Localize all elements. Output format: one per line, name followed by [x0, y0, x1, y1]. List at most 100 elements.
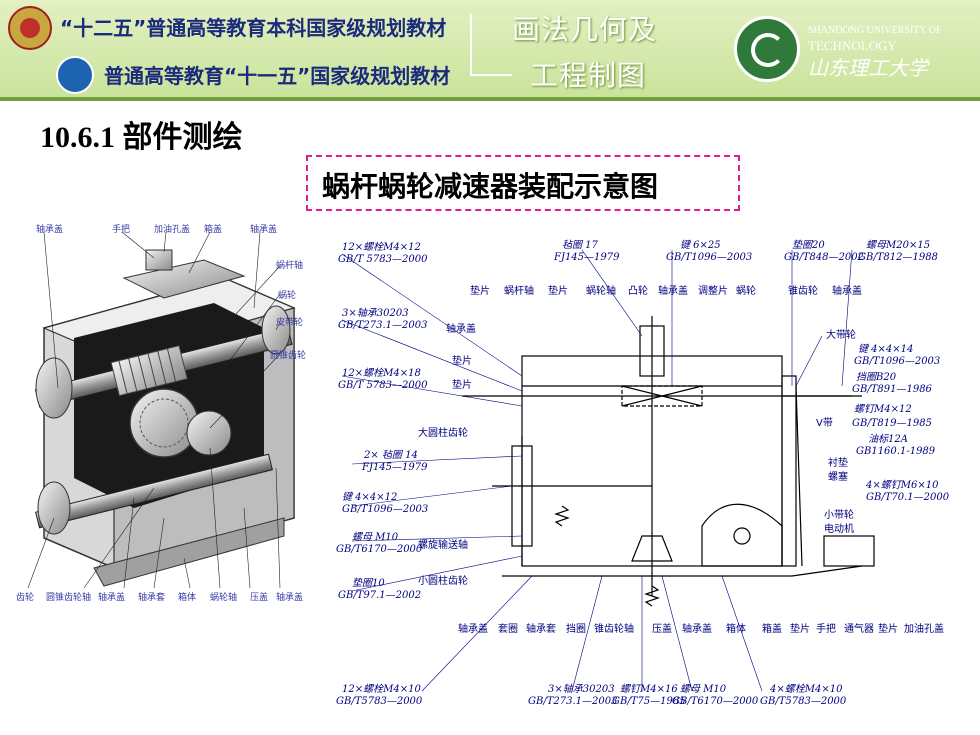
part-label: GB/T1096—2003 — [854, 356, 941, 367]
university-name-cn: 山东理工大学 — [808, 56, 928, 80]
part-spec-line-1: 3×轴承30203 — [342, 308, 409, 319]
part-label: 电动机 — [824, 524, 854, 535]
series-line-1: “十二五”普通高等教育本科国家级规划教材 — [60, 16, 447, 40]
cutaway-illustration: 轴承盖 手把 加油孔盖 箱盖 轴承盖 蜗杆轴 蜗轮 皮带轮 圆锥齿轮 齿轮 圆锥… — [14, 218, 314, 604]
cutaway-label: 轴承盖 — [36, 225, 64, 235]
part-label: 箱体 — [726, 624, 746, 635]
part-label: 套圈 — [498, 624, 518, 635]
part-spec-line-1: 垫圈20 — [792, 240, 825, 251]
part-label: 垫片 — [878, 624, 898, 635]
reducer-cutaway-drawing — [27, 231, 296, 589]
part-spec-line-2: GB/T812—1988 — [858, 252, 938, 263]
part-label: 螺塞 — [828, 472, 848, 483]
banner-divider — [470, 14, 512, 76]
cutaway-label: 蜗轮轴 — [210, 593, 238, 603]
part-label: 油标12A — [868, 434, 908, 445]
cutaway-label: 箱盖 — [204, 225, 223, 235]
part-label: 键 4×4×14 — [858, 344, 914, 355]
cutaway-label: 手把 — [112, 225, 131, 235]
part-label: 小圆柱齿轮 — [418, 576, 468, 587]
part-label: 大带轮 — [826, 330, 856, 341]
cutaway-label: 蜗杆轴 — [276, 261, 304, 271]
part-label: 轴承盖 — [658, 286, 688, 297]
part-spec-line-2: GB/T848—2002 — [784, 252, 864, 263]
part-spec-line-1: 4×螺栓M4×10 — [770, 684, 843, 695]
part-spec-line-2: GB/T 5783—2000 — [338, 254, 428, 265]
book-title-line-2: 工程制图 — [530, 59, 647, 92]
part-label: 轴承盖 — [458, 624, 488, 635]
assembly-schematic: 12×螺栓M4×12 GB/T 5783—2000 3×轴承30203 GB/T… — [322, 236, 964, 716]
part-label: 手把 — [816, 624, 836, 635]
cutaway-label: 轴承套 — [138, 593, 166, 603]
header-banner: “十二五”普通高等教育本科国家级规划教材 普通高等教育“十一五”国家级规划教材 … — [0, 0, 980, 101]
part-spec-line-1: 螺母 M10 — [352, 532, 399, 543]
part-spec-line-2: GB/T6170—2000 — [336, 544, 423, 555]
cutaway-label: 箱体 — [178, 593, 197, 603]
part-label: 轴承盖 — [446, 324, 476, 335]
banner-bottom-rule — [0, 97, 980, 101]
part-label: 凸轮 — [628, 286, 648, 297]
university-name-en-1: SHANDONG UNIVERSITY OF — [808, 25, 942, 36]
part-spec-line-2: GB/T75—1985 — [612, 696, 686, 707]
part-spec-line-2: GB/T273.1—2003 — [528, 696, 618, 707]
part-label: 压盖 — [652, 624, 672, 635]
part-label: V带 — [816, 418, 833, 429]
part-label: 垫片 — [452, 380, 472, 391]
part-label: 调整片 — [698, 286, 728, 297]
part-spec-line-1: 键 4×4×12 — [342, 492, 398, 503]
part-spec-line-1: 12×螺栓M4×10 — [342, 684, 421, 695]
part-spec-line-2: FJ145—1979 — [362, 462, 428, 473]
part-label: GB1160.1-1989 — [856, 446, 936, 457]
part-label: 轴承盖 — [682, 624, 712, 635]
part-spec-line-1: 螺母 M10 — [680, 684, 727, 695]
cutaway-label: 轴承盖 — [98, 593, 126, 603]
part-label: 挡圈B20 — [856, 372, 897, 383]
part-label: 箱盖 — [762, 624, 782, 635]
cutaway-label: 圆锥齿轮 — [270, 351, 307, 361]
part-spec-line-1: 键 6×25 — [680, 240, 721, 251]
part-label: 轴承盖 — [832, 286, 862, 297]
diagram-title: 蜗杆蜗轮减速器装配示意图 — [322, 170, 659, 203]
part-label: 衬垫 — [828, 458, 848, 469]
part-spec-line-1: 12×螺栓M4×18 — [342, 368, 421, 379]
diagram-title-frame: 蜗杆蜗轮减速器装配示意图 — [306, 155, 740, 211]
part-label: 锥齿轮轴 — [594, 624, 634, 635]
part-label: 蜗轮轴 — [586, 286, 616, 297]
part-spec-line-2: GB/T5783—2000 — [760, 696, 847, 707]
book-title-line-1: 画法几何及 — [512, 13, 658, 46]
part-spec-line-1: 螺钉M4×16 — [620, 684, 678, 695]
part-label: 加油孔盖 — [904, 624, 944, 635]
series-emblem-icon — [8, 6, 52, 50]
part-label: 4×螺钉M6×10 — [866, 480, 939, 491]
part-spec-line-2: GB/T1096—2003 — [342, 504, 429, 515]
part-label: 蜗杆轴 — [504, 286, 534, 297]
university-logo-icon — [734, 16, 800, 82]
part-spec-line-1: 毡圈 17 — [562, 240, 598, 251]
schematic-lines — [341, 249, 875, 692]
part-label: 蜗轮 — [736, 286, 756, 297]
part-label: GB/T891—1986 — [852, 384, 932, 395]
part-spec-line-2: GB/T5783—2000 — [336, 696, 423, 707]
part-label: 锥齿轮 — [788, 286, 818, 297]
section-title: 10.6.1 部件测绘 — [40, 121, 243, 154]
part-spec-line-2: GB/T6170—2000 — [672, 696, 759, 707]
part-spec-line-1: 螺母M20×15 — [866, 240, 931, 251]
part-label: 垫片 — [470, 286, 490, 297]
series-emblem-2-icon — [56, 56, 94, 94]
cutaway-label: 轴承盖 — [250, 225, 278, 235]
cutaway-label: 加油孔盖 — [154, 225, 191, 235]
part-spec-line-2: GB/T 5783—2000 — [338, 380, 428, 391]
part-spec-line-2: FJ145—1979 — [554, 252, 620, 263]
part-label: 挡圈 — [566, 624, 586, 635]
part-label: 轴承套 — [526, 624, 556, 635]
university-name-en-2: TECHNOLOGY — [808, 38, 897, 53]
part-spec-line-1: 3×轴承30203 — [548, 684, 615, 695]
part-label: 大圆柱齿轮 — [418, 428, 468, 439]
part-spec-line-2: GB/T273.1—2003 — [338, 320, 428, 331]
cutaway-label: 皮带轮 — [276, 318, 304, 328]
part-label: GB/T70.1—2000 — [866, 492, 950, 503]
part-label: 螺钉M4×12 — [854, 404, 912, 415]
cutaway-label: 蜗轮 — [278, 291, 297, 301]
cutaway-label: 压盖 — [250, 593, 269, 603]
cutaway-label: 圆锥齿轮轴 — [46, 593, 92, 603]
